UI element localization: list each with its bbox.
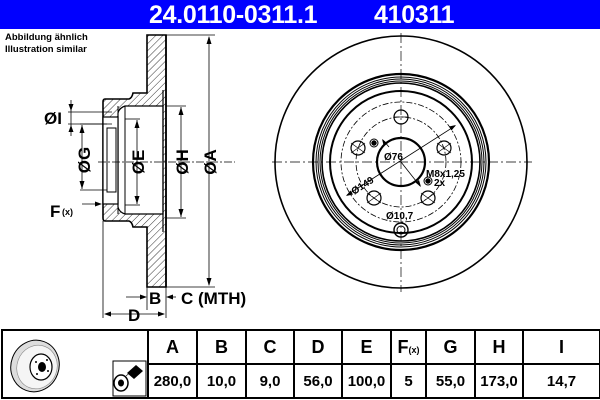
label-c-mth: C (MTH) (181, 289, 246, 308)
spec-header-row: A B C D E F(x) G H I (1, 329, 600, 399)
illustration-note: Abbildung ähnlich Illustration similar (5, 32, 88, 56)
label-dia-h: ØH (173, 149, 192, 175)
label-dia-e: ØE (129, 150, 148, 175)
col-header-e: E (341, 329, 392, 365)
label-thread-count: 2x (434, 178, 446, 189)
label-f-sub: (x) (62, 207, 73, 217)
col-header-d: D (293, 329, 343, 365)
label-b: B (149, 289, 161, 308)
label-dia-a: ØA (201, 149, 220, 175)
col-header-f-letter: F (397, 336, 409, 357)
label-dia-i: ØI (44, 109, 62, 128)
label-f: F (50, 202, 60, 221)
col-header-f: F(x) (390, 329, 427, 365)
brake-disc-icon (10, 339, 60, 393)
col-header-g: G (425, 329, 476, 365)
label-dia-g: ØG (75, 147, 94, 173)
thumbnail-cell (1, 329, 149, 399)
col-header-a: A (147, 329, 198, 365)
value-e: 100,0 (341, 363, 392, 399)
spec-value-row: 280,0 10,0 9,0 56,0 100,0 5 55,0 173,0 1… (2, 363, 600, 399)
technical-drawing: ØI ØG ØE ØH ØA F (x) B C (MTH) D (44, 33, 532, 325)
value-d: 56,0 (293, 363, 343, 399)
spec-table: A B C D E F(x) G H I 280,0 10,0 9,0 56,0… (1, 329, 600, 399)
label-center-bore: Ø76 (384, 152, 403, 163)
value-h: 173,0 (474, 363, 524, 399)
value-b: 10,0 (196, 363, 247, 399)
label-thread: M8x1,25 (426, 169, 465, 180)
spray-coating-icon (112, 360, 147, 397)
col-header-f-sub: (x) (408, 344, 420, 355)
col-header-h: H (474, 329, 524, 365)
col-header-b: B (196, 329, 247, 365)
value-i: 14,7 (522, 363, 600, 399)
note-de: Abbildung ähnlich (5, 32, 88, 43)
article-code: 410311 (374, 1, 455, 29)
value-g: 55,0 (425, 363, 476, 399)
front-view (272, 33, 532, 292)
value-c: 9,0 (245, 363, 295, 399)
label-d: D (128, 306, 140, 325)
note-en: Illustration similar (5, 44, 87, 55)
title-bar: 24.0110-0311.1 410311 (0, 0, 600, 29)
col-header-c: C (245, 329, 295, 365)
value-f: 5 (390, 363, 427, 399)
side-section-view: ØI ØG ØE ØH ØA F (x) B C (MTH) D (44, 34, 246, 325)
label-hole-dia: Ø10,7 (386, 211, 414, 222)
value-a: 280,0 (147, 363, 198, 399)
part-number: 24.0110-0311.1 (149, 1, 318, 29)
label-bolt-circle: Ø149 (350, 175, 377, 198)
col-header-i: I (522, 329, 600, 365)
